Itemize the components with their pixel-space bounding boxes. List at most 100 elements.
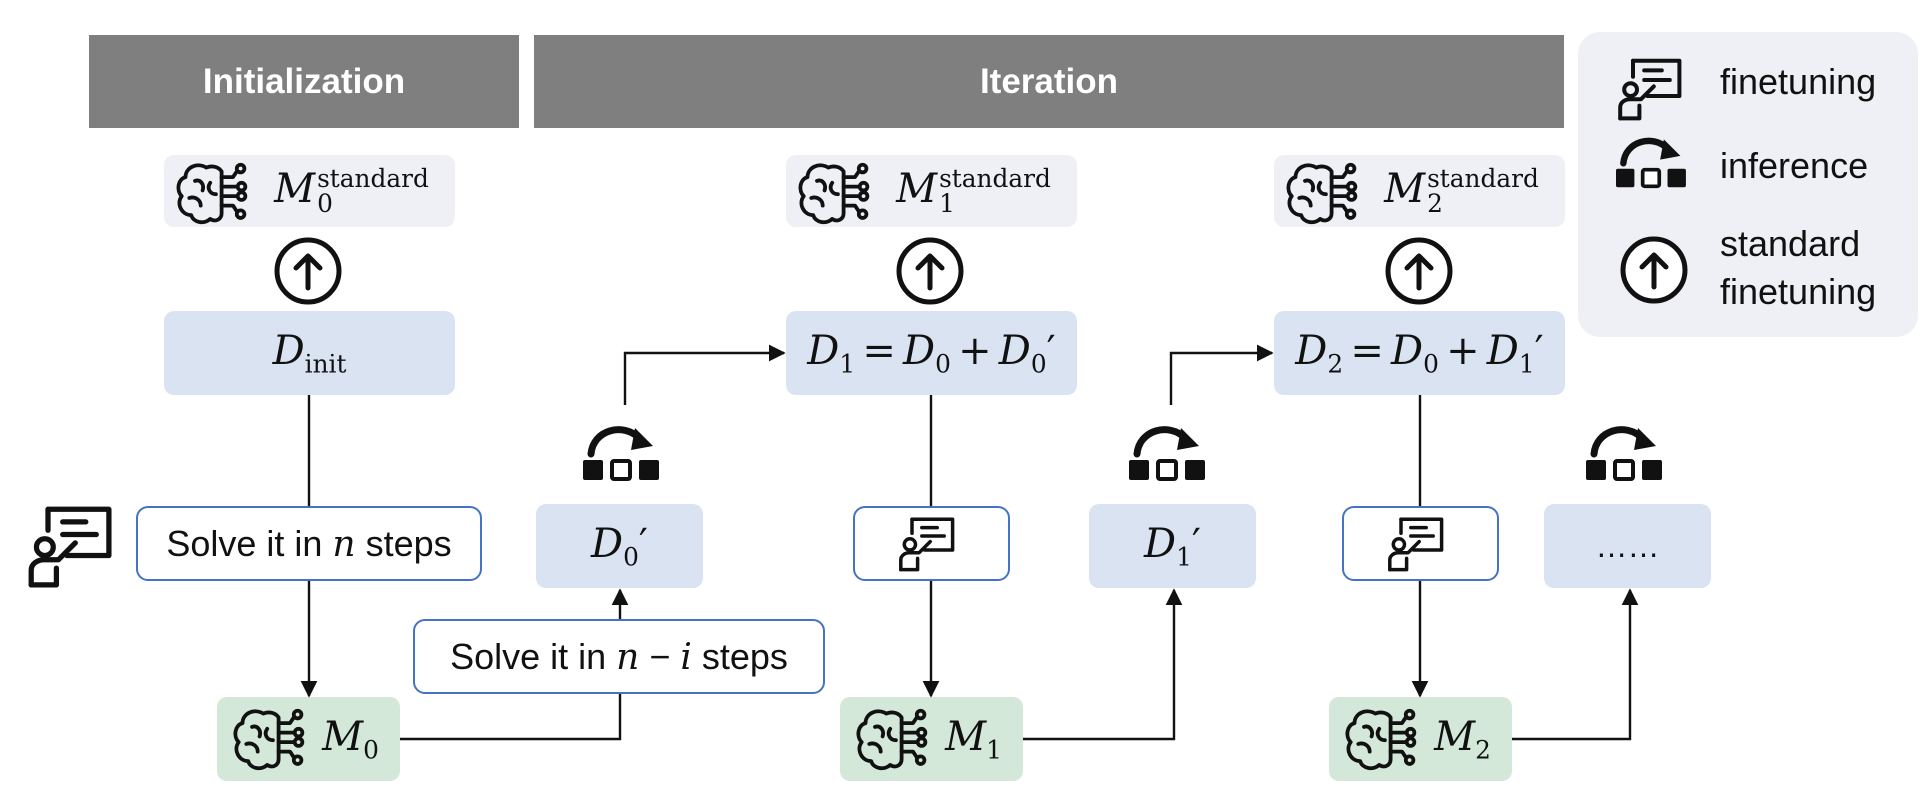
model-standard-0-base: M [274, 165, 316, 212]
model-m2-base: M [1434, 713, 1476, 760]
inference-icon-1 [1129, 428, 1205, 480]
brain-icon-m2 [1345, 708, 1417, 771]
dataset-d1-prime-label: D1′ [1144, 521, 1201, 572]
dataset-d2-prime: ′ [1534, 327, 1544, 374]
brain-icon-standard-0 [176, 162, 248, 225]
model-m1-sub: 1 [986, 735, 1002, 765]
dataset-d1-prime: ′ [1046, 327, 1056, 374]
dataset-d1-lhs-sub: 1 [839, 349, 856, 379]
dataset-d1-prime-base: D [1144, 520, 1177, 567]
model-m1: M1 [840, 697, 1023, 781]
header-iteration: Iteration [534, 35, 1564, 128]
prompt-p2-var2: i [680, 636, 692, 678]
dataset-d0-prime: D0′ [536, 504, 703, 588]
prompt-solve-n-steps: Solve it in n steps [136, 506, 482, 581]
dataset-d2-eq: = [1350, 327, 1384, 374]
brain-icon-standard-1 [798, 162, 870, 225]
prompt-p2-post: steps [691, 635, 788, 677]
brain-icon-m0 [233, 708, 305, 771]
dataset-d-init-base: D [272, 327, 305, 374]
dataset-d1-prime: D1′ [1089, 504, 1256, 588]
arrow-d1prime-d2 [1169, 344, 1274, 405]
dataset-d2-lhs: D [1295, 327, 1328, 374]
dataset-d2-b: D [1486, 327, 1519, 374]
dataset-d0-prime-label: D0′ [591, 521, 648, 572]
dataset-d2-b-sub: 1 [1518, 349, 1535, 379]
dataset-d0-prime-prime: ′ [638, 520, 648, 567]
legend-standard-label-line1: standard [1720, 223, 1861, 264]
model-m2-label: M2 [1434, 714, 1491, 765]
legend-finetuning-label: finetuning [1720, 61, 1877, 102]
finetuning-teacher-icon-2 [1388, 517, 1444, 572]
arrow-m1-d1prime [1023, 588, 1183, 741]
dataset-d1-a: D [903, 327, 936, 374]
header-iteration-label: Iteration [979, 61, 1119, 101]
dataset-ellipsis-label: …… [1595, 527, 1660, 564]
legend-standard-finetuning-icon [1623, 239, 1685, 301]
legend-inference-label: inference [1720, 145, 1869, 186]
prompt-p2-minus: − [639, 635, 681, 677]
prompt-solve-n-minus-i-steps-label: Solve it in n − i steps [450, 636, 788, 678]
dataset-d-init-label: Dinit [273, 328, 347, 379]
dataset-d2-a: D [1391, 327, 1424, 374]
model-standard-2-sup: standard [1427, 163, 1539, 193]
dataset-d-init-sub: init [304, 349, 347, 379]
arrow-m2-ellipsis [1512, 588, 1639, 741]
model-standard-2-sub: 2 [1427, 188, 1443, 218]
dataset-d1-plus: + [958, 327, 992, 374]
dataset-d2-lhs-sub: 2 [1327, 349, 1344, 379]
inference-icon-2 [1586, 428, 1662, 480]
model-m1-label: M1 [945, 714, 1002, 765]
header-initialization-label: Initialization [202, 61, 406, 101]
finetuning-teacher-icon-large [31, 509, 109, 585]
model-standard-1-base: M [896, 165, 938, 212]
prompt-solve-n-minus-i-steps: Solve it in n − i steps [413, 619, 825, 694]
legend-inference-icon [1616, 139, 1686, 187]
prompt-p1-post: steps [355, 522, 452, 564]
connector-m0-prompt [400, 694, 622, 741]
dataset-d2-a-sub: 0 [1423, 349, 1439, 379]
dataset-d0-prime-sub: 0 [623, 542, 639, 572]
arrow-d0prime-d1 [623, 344, 786, 405]
model-m0-label: M0 [322, 714, 379, 765]
dataset-d1-prime-sub: 1 [1176, 542, 1192, 572]
dataset-ellipsis: …… [1544, 504, 1711, 588]
dataset-d0-prime-base: D [591, 520, 624, 567]
dataset-d1-b-sub: 0 [1030, 349, 1047, 379]
dataset-d1: D1=D0+D0′ [786, 311, 1077, 395]
model-m2: M2 [1329, 697, 1512, 781]
prompt-solve-n-steps-label: Solve it in n steps [166, 523, 451, 565]
model-standard-0-sup: standard [317, 163, 429, 193]
inference-icon-0 [583, 428, 659, 480]
model-m0-base: M [322, 713, 364, 760]
model-m1-base: M [945, 713, 987, 760]
dataset-d1-label: D1=D0+D0′ [807, 328, 1055, 379]
prompt-p2-var: n [616, 636, 640, 678]
dataset-d2-label: D2=D0+D1′ [1295, 328, 1543, 379]
dataset-d1-eq: = [862, 327, 896, 374]
dataset-d1-lhs: D [807, 327, 840, 374]
model-m0-sub: 0 [363, 735, 379, 765]
prompt-p1-var: n [332, 523, 356, 565]
dataset-d-init: Dinit [164, 311, 455, 395]
prompt-p1-pre: Solve it in [166, 522, 333, 564]
brain-icon-m1 [856, 708, 928, 771]
dataset-d1-prime-prime: ′ [1191, 520, 1201, 567]
dataset-d1-a-sub: 0 [935, 349, 951, 379]
dataset-d2-plus: + [1446, 327, 1480, 374]
model-standard-1-sup: standard [939, 163, 1051, 193]
standard-finetune-icon-1 [899, 240, 961, 302]
dataset-d1-b: D [998, 327, 1031, 374]
model-standard-2-base: M [1384, 165, 1426, 212]
model-m0: M0 [217, 697, 400, 781]
brain-icon-standard-2 [1286, 162, 1358, 225]
standard-finetune-icon-0 [277, 240, 339, 302]
model-m2-sub: 2 [1475, 735, 1491, 765]
prompt-p2-pre: Solve it in [450, 635, 617, 677]
legend-finetuning-icon [1620, 61, 1679, 119]
legend-standard-label-line2: finetuning [1720, 271, 1877, 312]
